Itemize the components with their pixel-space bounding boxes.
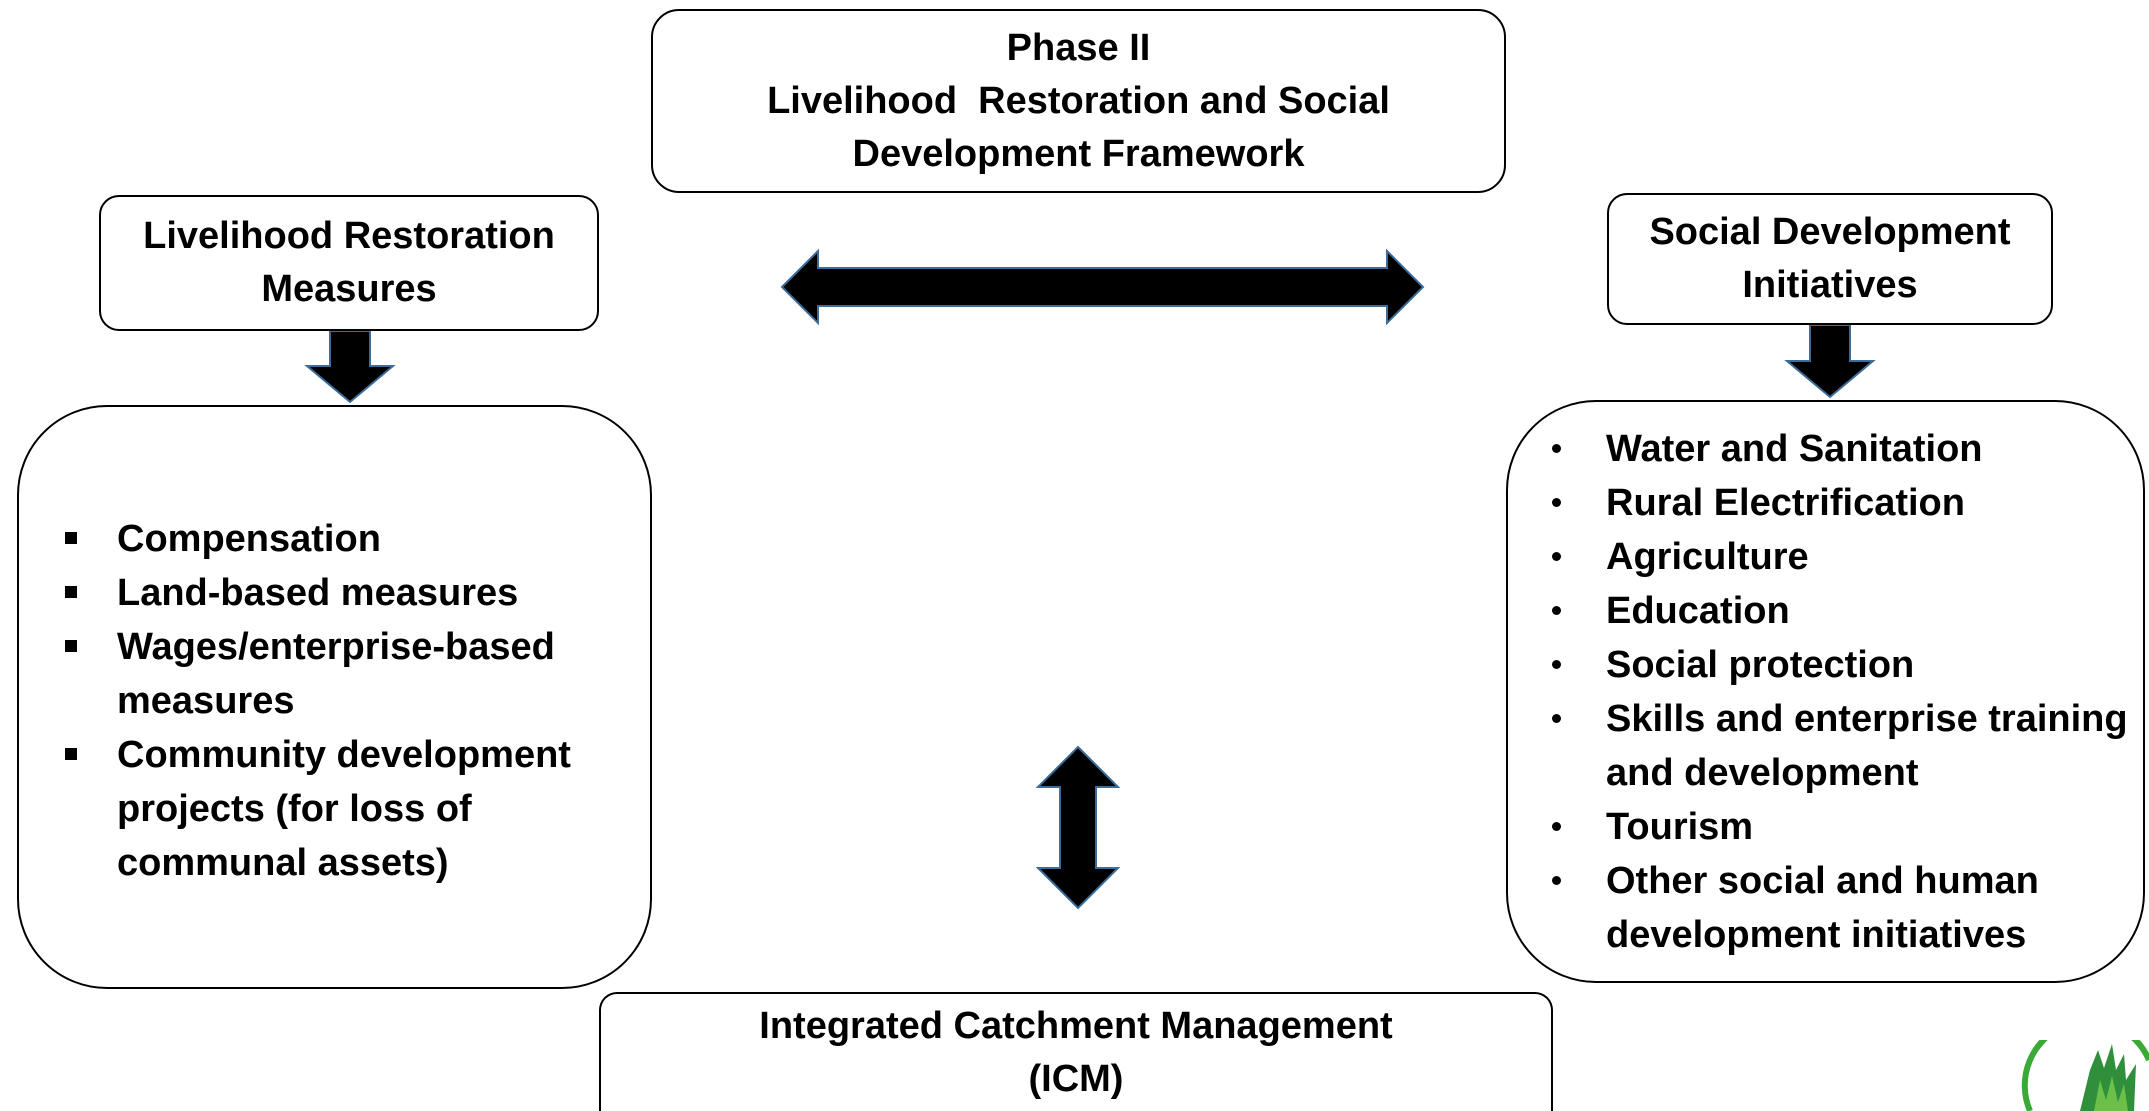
social-initiatives-list-box: Water and Sanitation Rural Electrificati… — [1506, 400, 2145, 983]
list-item: Land-based measures — [65, 566, 630, 620]
icm-box-line: Integrated Catchment Management — [759, 1004, 1393, 1047]
down-arrow-social — [1784, 324, 1876, 399]
leaf-logo-icon — [2021, 1040, 2149, 1111]
list-item: Agriculture — [1552, 530, 2133, 584]
livelihood-box-line: Measures — [261, 268, 437, 310]
icm-box: Integrated Catchment Management (ICM) — [599, 992, 1553, 1111]
list-item: Community development projects (for loss… — [65, 728, 630, 890]
phase-title-box: Phase II Livelihood Restoration and Soci… — [651, 9, 1506, 193]
list-item: Social protection — [1552, 638, 2133, 692]
list-item: Tourism — [1552, 800, 2133, 854]
horizontal-double-arrow — [780, 248, 1425, 326]
phase-title-line: Development Framework — [852, 132, 1305, 175]
list-item: Compensation — [65, 512, 630, 566]
livelihood-restoration-box: Livelihood Restoration Measures — [99, 195, 599, 331]
livelihood-measures-list: Compensation Land-based measures Wages/e… — [65, 512, 630, 890]
list-item: Skills and enterprise training and devel… — [1552, 692, 2133, 800]
list-item: Rural Electrification — [1552, 476, 2133, 530]
list-item: Water and Sanitation — [1552, 422, 2133, 476]
list-item: Wages/enterprise-based measures — [65, 620, 630, 728]
social-box-line: Initiatives — [1742, 264, 1918, 306]
list-item: Education — [1552, 584, 2133, 638]
social-development-box: Social Development Initiatives — [1607, 193, 2053, 325]
social-box-line: Social Development — [1649, 211, 2011, 253]
vertical-double-arrow — [1035, 745, 1121, 910]
down-arrow-livelihood — [304, 330, 396, 404]
livelihood-box-line: Livelihood Restoration — [143, 215, 555, 257]
icm-box-line: (ICM) — [1028, 1057, 1124, 1100]
phase-title-line: Livelihood Restoration and Social — [767, 79, 1390, 122]
social-initiatives-list: Water and Sanitation Rural Electrificati… — [1552, 422, 2133, 962]
phase-title-line: Phase II — [1006, 26, 1151, 69]
list-item: Other social and human development initi… — [1552, 854, 2133, 962]
livelihood-measures-list-box: Compensation Land-based measures Wages/e… — [17, 405, 652, 989]
